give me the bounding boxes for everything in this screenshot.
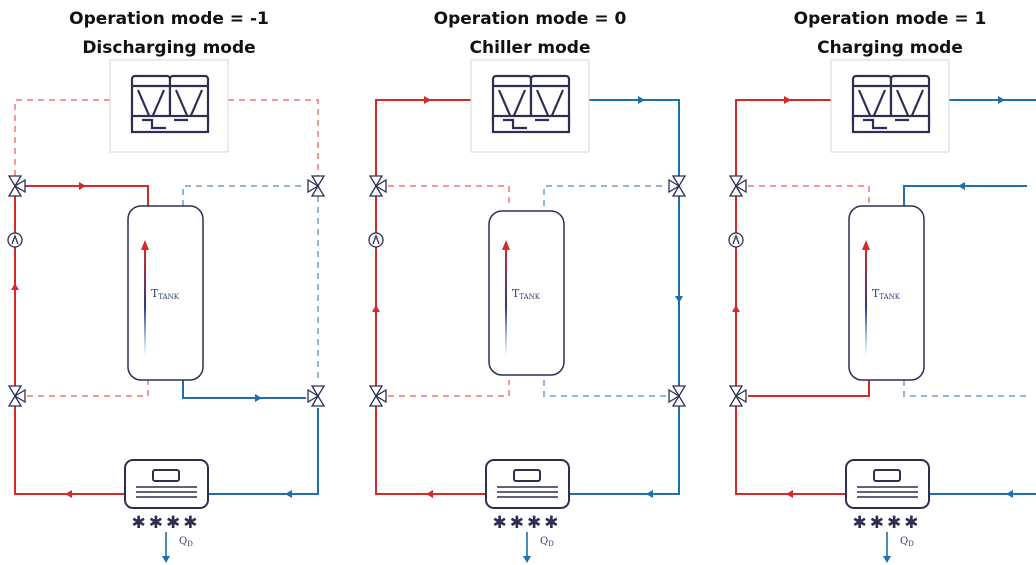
three-way-valve-icon — [368, 385, 387, 407]
operation-mode-value: Operation mode = -1 — [69, 9, 269, 29]
arrow-right-icon — [79, 182, 86, 190]
three-way-valve-icon — [728, 175, 747, 197]
operation-mode-value: Operation mode = 0 — [434, 9, 627, 29]
load-label: QD — [179, 536, 193, 548]
load-label: QD — [540, 536, 554, 548]
arrow-up-icon — [372, 305, 380, 312]
arrow-left-icon — [426, 490, 433, 498]
storage-tank-icon: TTANK — [848, 205, 925, 381]
tank-temperature-label: TTANK — [872, 287, 901, 301]
arrow-down-icon — [162, 556, 170, 563]
arrow-left-icon — [646, 490, 653, 498]
fan-coil-unit-icon: ✱✱✱✱ — [485, 459, 570, 533]
arrow-down-icon — [883, 556, 891, 563]
three-way-valve-icon — [668, 175, 687, 197]
arrow-right-icon — [638, 96, 645, 104]
mode-name: Discharging mode — [82, 38, 255, 58]
temperature-gradient-icon — [865, 248, 867, 356]
pipe-network — [14, 99, 319, 495]
cooling-symbols: ✱✱✱✱ — [132, 513, 201, 533]
pipe-network — [375, 99, 680, 495]
operation-mode-value: Operation mode = 1 — [794, 9, 987, 29]
three-way-valve-icon — [368, 175, 387, 197]
three-way-valve-icon — [728, 385, 747, 407]
fan-coil-unit-icon: ✱✱✱✱ — [124, 459, 209, 533]
pump-icon — [728, 232, 744, 248]
panel-charging: Operation mode = 1 Charging mode — [728, 9, 1036, 563]
three-way-valve-icon — [307, 385, 326, 407]
flow-arrows — [11, 182, 292, 498]
tank-temperature-label: TTANK — [151, 287, 180, 301]
cooling-load: QD — [883, 532, 914, 563]
pump-icon — [7, 232, 23, 248]
arrow-left-icon — [65, 490, 72, 498]
arrow-right-icon — [255, 394, 262, 402]
flow-arrows — [732, 96, 1013, 498]
cooling-load: QD — [162, 532, 193, 563]
tank-temperature-label: TTANK — [512, 287, 541, 301]
arrow-up-icon — [11, 283, 19, 290]
arrow-up-icon — [502, 240, 510, 250]
three-way-valve-icon — [7, 385, 26, 407]
pipe-network — [735, 99, 1036, 495]
temperature-gradient-icon — [505, 248, 507, 356]
flow-arrows — [372, 96, 683, 498]
cooling-load: QD — [523, 532, 554, 563]
arrow-up-icon — [732, 305, 740, 312]
chiller-unit-icon — [830, 59, 950, 153]
arrow-left-icon — [786, 490, 793, 498]
storage-tank-icon: TTANK — [488, 210, 565, 376]
arrow-left-icon — [1006, 490, 1013, 498]
chiller-unit-icon — [109, 59, 229, 153]
cooling-symbols: ✱✱✱✱ — [493, 513, 562, 533]
three-way-valve-icon — [7, 175, 26, 197]
three-way-valve-icon — [668, 385, 687, 407]
temperature-gradient-icon — [144, 248, 146, 356]
arrow-left-icon — [285, 490, 292, 498]
arrow-right-icon — [424, 96, 431, 104]
three-way-valve-icon — [307, 175, 326, 197]
arrow-right-icon — [998, 96, 1005, 104]
pump-icon — [368, 232, 384, 248]
panel-chiller: Operation mode = 0 Chiller mode — [368, 9, 687, 563]
mode-name: Chiller mode — [470, 38, 591, 58]
arrow-down-icon — [523, 556, 531, 563]
load-label: QD — [900, 536, 914, 548]
arrow-down-icon — [675, 296, 683, 303]
panel-discharging: Operation mode = -1 Discharging mode — [7, 9, 326, 563]
arrow-up-icon — [141, 240, 149, 250]
cooling-symbols: ✱✱✱✱ — [853, 513, 922, 533]
arrow-right-icon — [784, 96, 791, 104]
storage-tank-icon: TTANK — [127, 205, 204, 381]
chiller-unit-icon — [470, 59, 590, 153]
arrow-left-icon — [958, 182, 965, 190]
arrow-up-icon — [862, 240, 870, 250]
fan-coil-unit-icon: ✱✱✱✱ — [845, 459, 930, 533]
mode-name: Charging mode — [817, 38, 963, 58]
